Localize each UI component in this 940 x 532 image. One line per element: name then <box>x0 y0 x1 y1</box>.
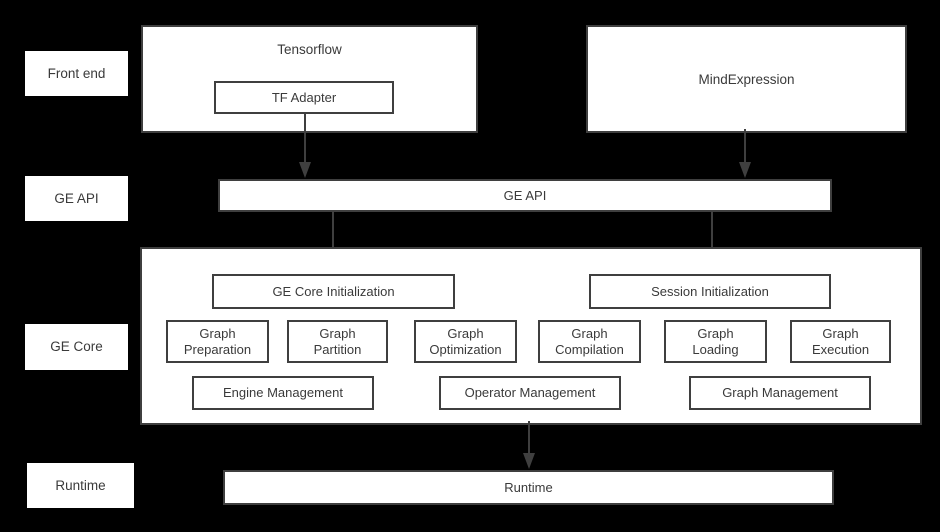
graph-compilation-node: Graph Compilation <box>538 320 641 363</box>
operator-management-label: Operator Management <box>464 385 596 401</box>
runtime-bar-label: Runtime <box>504 479 553 495</box>
runtime-bar: Runtime <box>223 470 834 505</box>
arrow-ge-core-to-runtime <box>519 421 539 471</box>
stage-label-ge-api-text: GE API <box>54 190 99 206</box>
stage-label-front-end-text: Front end <box>47 65 106 81</box>
operator-management-node: Operator Management <box>439 376 621 410</box>
ge-core-initialization-node: GE Core Initialization <box>212 274 455 309</box>
graph-loading-node: Graph Loading <box>664 320 767 363</box>
tensorflow-container: Tensorflow <box>141 25 478 133</box>
arrow-tf-adapter-to-ge-api <box>295 114 315 180</box>
mindexpression-container: MindExpression <box>586 25 907 133</box>
stage-label-ge-core: GE Core <box>25 324 128 370</box>
graph-optimization-label: Graph Optimization <box>429 326 502 357</box>
graph-management-label: Graph Management <box>722 385 838 401</box>
graph-preparation-node: Graph Preparation <box>166 320 269 363</box>
engine-management-label: Engine Management <box>223 385 343 401</box>
graph-compilation-label: Graph Compilation <box>555 326 624 357</box>
graph-management-node: Graph Management <box>689 376 871 410</box>
tf-adapter-node: TF Adapter <box>214 81 394 114</box>
session-initialization-node: Session Initialization <box>589 274 831 309</box>
ge-api-bar-label: GE API <box>503 187 547 203</box>
graph-loading-label: Graph Loading <box>692 326 739 357</box>
tf-adapter-label: TF Adapter <box>271 89 337 105</box>
arrow-mindexpression-to-ge-api <box>735 129 755 180</box>
graph-execution-node: Graph Execution <box>790 320 891 363</box>
graph-partition-node: Graph Partition <box>287 320 388 363</box>
mindexpression-title: MindExpression <box>698 72 795 87</box>
stage-label-ge-core-text: GE Core <box>50 339 103 355</box>
graph-partition-label: Graph Partition <box>313 326 362 357</box>
tensorflow-title: Tensorflow <box>277 42 342 57</box>
stage-label-runtime-text: Runtime <box>55 477 106 493</box>
graph-optimization-node: Graph Optimization <box>414 320 517 363</box>
ge-core-initialization-label: GE Core Initialization <box>272 283 395 299</box>
stage-label-front-end: Front end <box>25 51 128 96</box>
ge-api-bar: GE API <box>218 179 832 212</box>
engine-management-node: Engine Management <box>192 376 374 410</box>
stage-label-ge-api: GE API <box>25 176 128 221</box>
stage-label-runtime: Runtime <box>27 463 134 508</box>
graph-execution-label: Graph Execution <box>811 326 870 357</box>
graph-preparation-label: Graph Preparation <box>183 326 252 357</box>
session-initialization-label: Session Initialization <box>651 283 769 299</box>
